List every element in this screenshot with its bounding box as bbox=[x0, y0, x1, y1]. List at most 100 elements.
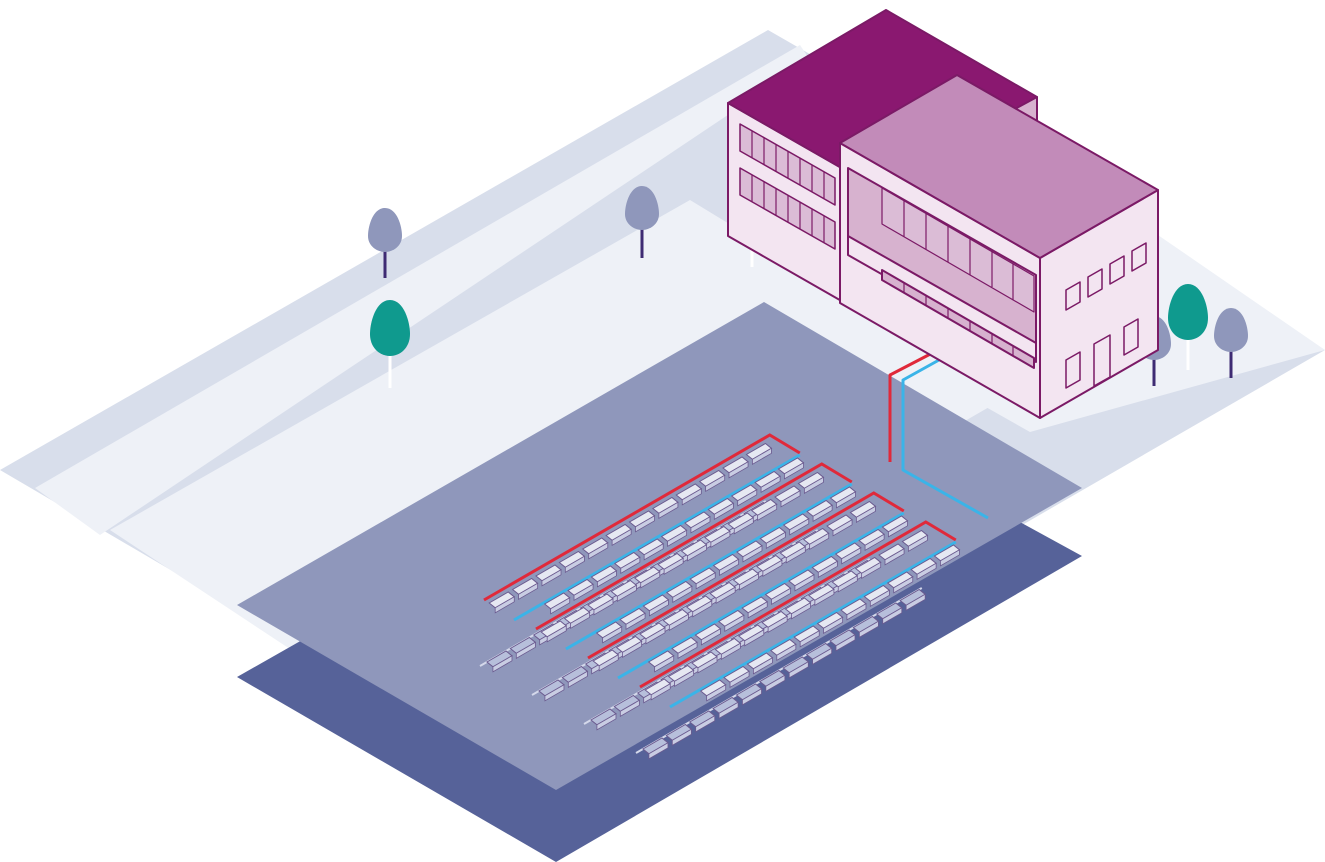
front-block-upper-windows bbox=[881, 187, 1035, 313]
collector-box-edge bbox=[494, 596, 515, 614]
buried-collector-box-edge bbox=[619, 699, 640, 717]
collector-box-edge bbox=[564, 555, 585, 573]
collector-box-edge bbox=[940, 549, 960, 567]
collector-box-edge bbox=[720, 642, 741, 660]
collector-box-edge bbox=[916, 562, 937, 580]
hot-collector-pipe bbox=[535, 462, 853, 631]
collector-box-edge bbox=[817, 560, 838, 578]
buried-collector-box-edge bbox=[515, 641, 536, 659]
collector-box-edge bbox=[760, 475, 781, 493]
collector-box-edge bbox=[588, 542, 609, 560]
collector-box-edge bbox=[809, 532, 830, 550]
front-block-side-windows bbox=[1065, 242, 1147, 389]
tree-icon bbox=[1214, 308, 1248, 378]
front-block-balcony bbox=[847, 235, 1037, 363]
collector-box-edge bbox=[771, 587, 792, 605]
collector-box-edge bbox=[668, 613, 689, 631]
collector-box-edge bbox=[855, 505, 876, 523]
collector-box-edge bbox=[650, 683, 671, 701]
collector-box-edge bbox=[635, 515, 655, 533]
collector-box-edge bbox=[701, 628, 721, 646]
front-block-upper-mullions bbox=[903, 201, 1014, 300]
collector-box-edge bbox=[697, 656, 718, 674]
cold-collector-pipe bbox=[617, 511, 905, 680]
collector-box-edge bbox=[602, 626, 623, 644]
collector-box-edge bbox=[836, 491, 856, 509]
collector-box-edge bbox=[616, 584, 637, 602]
collector-box-edge bbox=[780, 490, 801, 508]
collector-box-edge bbox=[737, 489, 758, 507]
collector-box-edge bbox=[832, 519, 853, 537]
collector-box-edge bbox=[663, 557, 684, 575]
buried-collector-box-edge bbox=[695, 715, 716, 733]
collector-box-edge bbox=[550, 597, 571, 615]
collector-box-edge bbox=[757, 503, 778, 521]
collector-box-edge bbox=[667, 529, 688, 547]
collector-box-edge bbox=[733, 517, 754, 535]
collector-box-edge bbox=[546, 625, 567, 643]
buried-collector-box-edge bbox=[544, 684, 565, 702]
tree-icon bbox=[625, 186, 659, 258]
collector-box-edge bbox=[695, 572, 716, 590]
collector-box-edge bbox=[841, 547, 862, 565]
collector-box-edge bbox=[751, 447, 772, 465]
collector-box-edge bbox=[620, 556, 641, 574]
collector-box-edge bbox=[861, 561, 882, 579]
collector-box-edge bbox=[706, 684, 727, 702]
collector-box-edge bbox=[597, 570, 617, 588]
collector-box-edge bbox=[640, 571, 661, 589]
buried-collector-box-edge bbox=[835, 634, 856, 652]
collector-box-edge bbox=[799, 630, 820, 648]
collector-box-edge bbox=[742, 545, 763, 563]
hot-collector-pipe bbox=[639, 520, 957, 689]
collector-box-edge bbox=[767, 615, 788, 633]
collector-box-edge bbox=[907, 534, 928, 552]
buried-collector-box-edge bbox=[882, 607, 903, 625]
buried-collector-box-edge bbox=[596, 713, 617, 731]
collector-box-edge bbox=[888, 520, 908, 538]
collector-box-edge bbox=[681, 488, 702, 506]
collector-box-edge bbox=[672, 585, 693, 603]
hot-collector-pipe bbox=[483, 433, 801, 602]
collector-box-edge bbox=[729, 670, 750, 688]
collector-box-edge bbox=[715, 586, 736, 604]
collector-box-edge bbox=[649, 599, 669, 617]
collector-box-edge bbox=[893, 576, 914, 594]
collector-box-edge bbox=[864, 533, 885, 551]
collector-box-edge bbox=[705, 474, 726, 492]
collector-box-edge bbox=[674, 669, 695, 687]
collector-box-edge bbox=[692, 600, 713, 618]
collector-box-edge bbox=[884, 548, 905, 566]
collector-box-edge bbox=[789, 518, 810, 536]
buried-collector-box-edge bbox=[858, 620, 879, 638]
collector-box-edge bbox=[518, 582, 539, 600]
collector-box-edge bbox=[713, 502, 734, 520]
tree-icon bbox=[370, 300, 410, 388]
buried-collector-box-edge bbox=[765, 674, 786, 692]
collector-box-edge bbox=[719, 558, 740, 576]
tree-icon bbox=[1168, 284, 1208, 370]
collector-box-edge bbox=[869, 589, 890, 607]
collector-box-edge bbox=[744, 629, 765, 647]
collector-box-edge bbox=[784, 462, 804, 480]
collector-box-edge bbox=[776, 643, 797, 661]
collector-box-edge bbox=[710, 530, 731, 548]
collector-box-edge bbox=[643, 543, 664, 561]
collector-box-edge bbox=[658, 501, 679, 519]
buried-collector-box-edge bbox=[812, 647, 833, 665]
collector-box-edge bbox=[598, 654, 619, 672]
cold-collector-pipe bbox=[565, 482, 853, 651]
walkway-strip bbox=[35, 45, 810, 535]
collector-box-edge bbox=[687, 544, 707, 562]
collector-box-edge bbox=[724, 614, 745, 632]
collector-box-edge bbox=[739, 573, 759, 591]
collector-box-edge bbox=[785, 546, 806, 564]
collector-box-edge bbox=[677, 641, 698, 659]
cold-collector-pipe bbox=[669, 540, 957, 709]
school-building-icon bbox=[727, 9, 1159, 419]
collector-box-edge bbox=[753, 657, 773, 675]
buried-collector-box-edge bbox=[567, 670, 588, 688]
collector-box-edge bbox=[570, 611, 591, 629]
buried-collector-box-edge bbox=[492, 655, 513, 673]
